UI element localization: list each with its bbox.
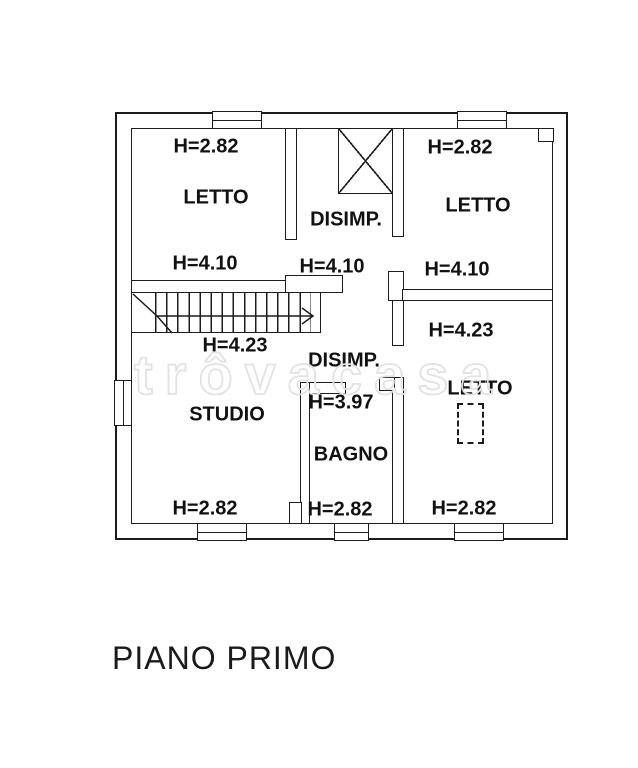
bagno-right-wall (392, 377, 404, 524)
bagno-door-jamb (379, 377, 395, 391)
room-label-studio: STUDIO (189, 403, 265, 426)
window-left (114, 380, 132, 426)
corridor-wall (392, 300, 404, 346)
staircase (131, 292, 321, 334)
height-label-letto-br-bottom: H=2.82 (431, 497, 497, 520)
window-bottom-middle (334, 523, 369, 541)
room-label-letto-br: LETTO (447, 377, 513, 400)
height-label-studio: H=2.82 (172, 497, 238, 520)
height-label-bagno-bottom: H=2.82 (307, 498, 373, 521)
window-top-left (212, 111, 262, 129)
height-label-bagno-top: H=3.97 (308, 391, 374, 414)
window-bottom-right (454, 523, 504, 541)
height-label-letto-tr-top: H=2.82 (427, 136, 493, 159)
height-label-letto-tl-top: H=2.82 (173, 135, 239, 158)
room-label-letto-tr: LETTO (445, 194, 511, 217)
partition-wall-letto-tl (285, 128, 297, 240)
stair-treads (155, 293, 311, 332)
window-bottom-left (197, 523, 247, 541)
height-label-letto-tl-bottom: H=4.10 (172, 252, 238, 275)
room-label-disimp-top: DISIMP. (310, 208, 382, 231)
mid-wall-right (402, 289, 553, 301)
shaft-x-symbol (338, 128, 393, 194)
window-top-right (457, 111, 507, 129)
partition-wall-letto-tr (392, 128, 404, 237)
room-label-disimp-mid: DISIMP. (308, 349, 380, 372)
studio-wall-stub (289, 502, 302, 524)
height-label-letto-br-top: H=4.23 (428, 319, 494, 342)
height-label-letto-tr-bottom: H=4.10 (424, 258, 490, 281)
room-label-letto-tl: LETTO (183, 186, 249, 209)
floor-title: PIANO PRIMO (112, 640, 337, 676)
height-label-disimp-top: H=4.10 (299, 255, 365, 278)
bagno-left-wall (300, 382, 310, 524)
pillar-notch (538, 128, 554, 142)
height-label-stairs: H=4.23 (202, 334, 268, 357)
stair-direction-line (132, 293, 315, 334)
dashed-fixture-box (457, 403, 484, 444)
room-label-bagno: BAGNO (313, 443, 389, 466)
